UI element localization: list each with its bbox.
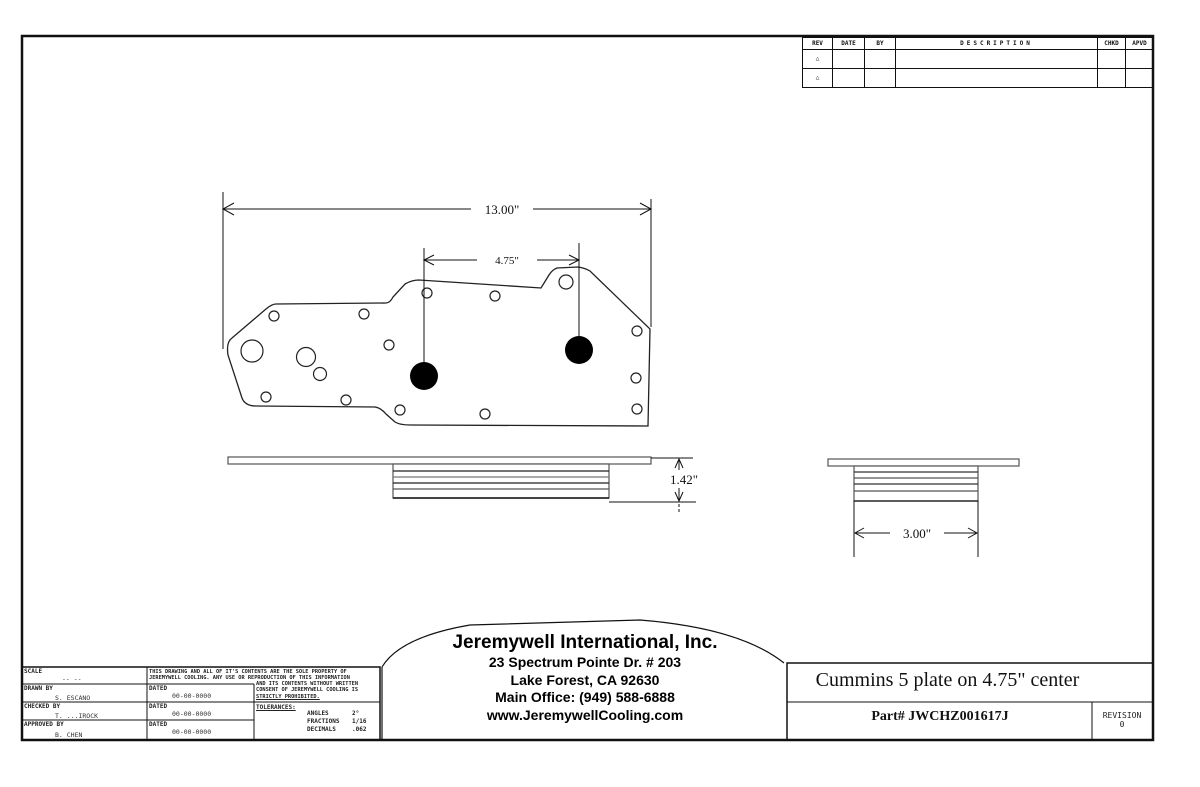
company-phone: Main Office: (949) 588-6888 [495,689,675,705]
plate-side-view [227,456,652,499]
company-address-1: 23 Spectrum Pointe Dr. # 203 [488,654,682,670]
revision-row: △ [802,68,1154,88]
scale-value: -- -- [62,675,82,683]
dimension-overall-length [221,192,653,349]
revision-block: REVISION 0 [1092,711,1152,729]
dated-label: DATED [149,685,168,692]
decimals-label: DECIMALS [307,726,336,733]
dimension-width [853,501,979,557]
drawing-title: Cummins 5 plate on 4.75" center [815,669,1080,691]
rev-chkd-cell [1097,49,1126,69]
fractions-label: FRACTIONS [307,718,340,725]
checked-by-label: CHECKED BY [24,703,61,710]
revision-table: REV DATE BY DESCRIPTION CHKD APVD △ △ [802,37,1154,88]
angles-label: ANGLES [307,710,329,717]
company-website[interactable]: www.JeremywellCooling.com [486,706,684,723]
dimension-4-75-label: 4.75" [495,255,519,267]
dated-value: 00-00-0000 [172,710,212,718]
dated-value: 00-00-0000 [172,692,212,700]
proprietary-notice-4: CONSENT OF JEREMYWELL COOLING IS [256,687,359,693]
rev-description-cell [895,68,1098,88]
decimals-value: .062 [352,726,367,733]
description-header: DESCRIPTION [895,37,1098,50]
rev-description-cell [895,49,1098,69]
company-name: Jeremywell International, Inc. [452,632,718,653]
revision-label: REVISION [1102,711,1142,720]
angles-value: 2° [352,710,360,717]
proprietary-notice-1: THIS DRAWING AND ALL OF IT'S CONTENTS AR… [149,669,347,675]
sheet-border [20,34,1155,742]
rev-by-cell [864,68,896,88]
plate-holes [240,274,643,420]
part-number: Part# JWCHZ001617J [871,709,1009,724]
dimension-3-00-label: 3.00" [903,526,931,541]
dimension-height [609,457,696,512]
company-info: Jeremywell International, Inc. 23 Spectr… [380,632,790,724]
dated-label: DATED [149,721,168,728]
by-header: BY [864,37,896,50]
rev-header: REV [802,37,833,50]
revision-triangle-icon: △ [802,68,833,88]
plate-end-view [827,458,1020,502]
title-block-lines [21,619,1154,741]
dated-label: DATED [149,703,168,710]
revision-value: 0 [1119,720,1125,729]
plate-top-view [226,266,651,427]
company-address-2: Lake Forest, CA 92630 [510,671,660,688]
apvd-header: APVD [1125,37,1154,50]
chkd-header: CHKD [1097,37,1126,50]
drawn-by-value: S. ESCANO [55,694,91,702]
dimension-center-distance [422,243,581,362]
proprietary-notice-3: AND ITS CONTENTS WITHOUT WRITTEN [256,681,359,687]
rev-chkd-cell [1097,68,1126,88]
revision-triangle-icon: △ [802,49,833,69]
tolerances-label: TOLERANCES: [256,704,296,711]
fractions-value: 1/16 [352,718,367,725]
port-right [565,336,593,364]
approved-by-value: B. CHEN [55,731,83,739]
rev-by-cell [864,49,896,69]
port-left [410,362,438,390]
drawn-by-label: DRAWN BY [24,685,53,692]
dated-value: 00-00-0000 [172,728,212,736]
scale-label: SCALE [24,668,43,675]
proprietary-notice-2: JEREMYWELL COOLING. ANY USE OR REPRODUCT… [149,675,350,681]
rev-date-cell [832,49,865,69]
rev-apvd-cell [1125,49,1154,69]
rev-apvd-cell [1125,68,1154,88]
proprietary-notice-5: STRICTLY PROHIBITED. [256,694,320,700]
approved-by-label: APPROVED BY [24,721,64,728]
revision-row: △ [802,49,1154,69]
dimension-13-label: 13.00" [485,202,520,217]
rev-date-cell [832,68,865,88]
dimension-1-42-label: 1.42" [670,472,698,487]
checked-by-value: T. ...IROCK [55,712,99,720]
date-header: DATE [832,37,865,50]
